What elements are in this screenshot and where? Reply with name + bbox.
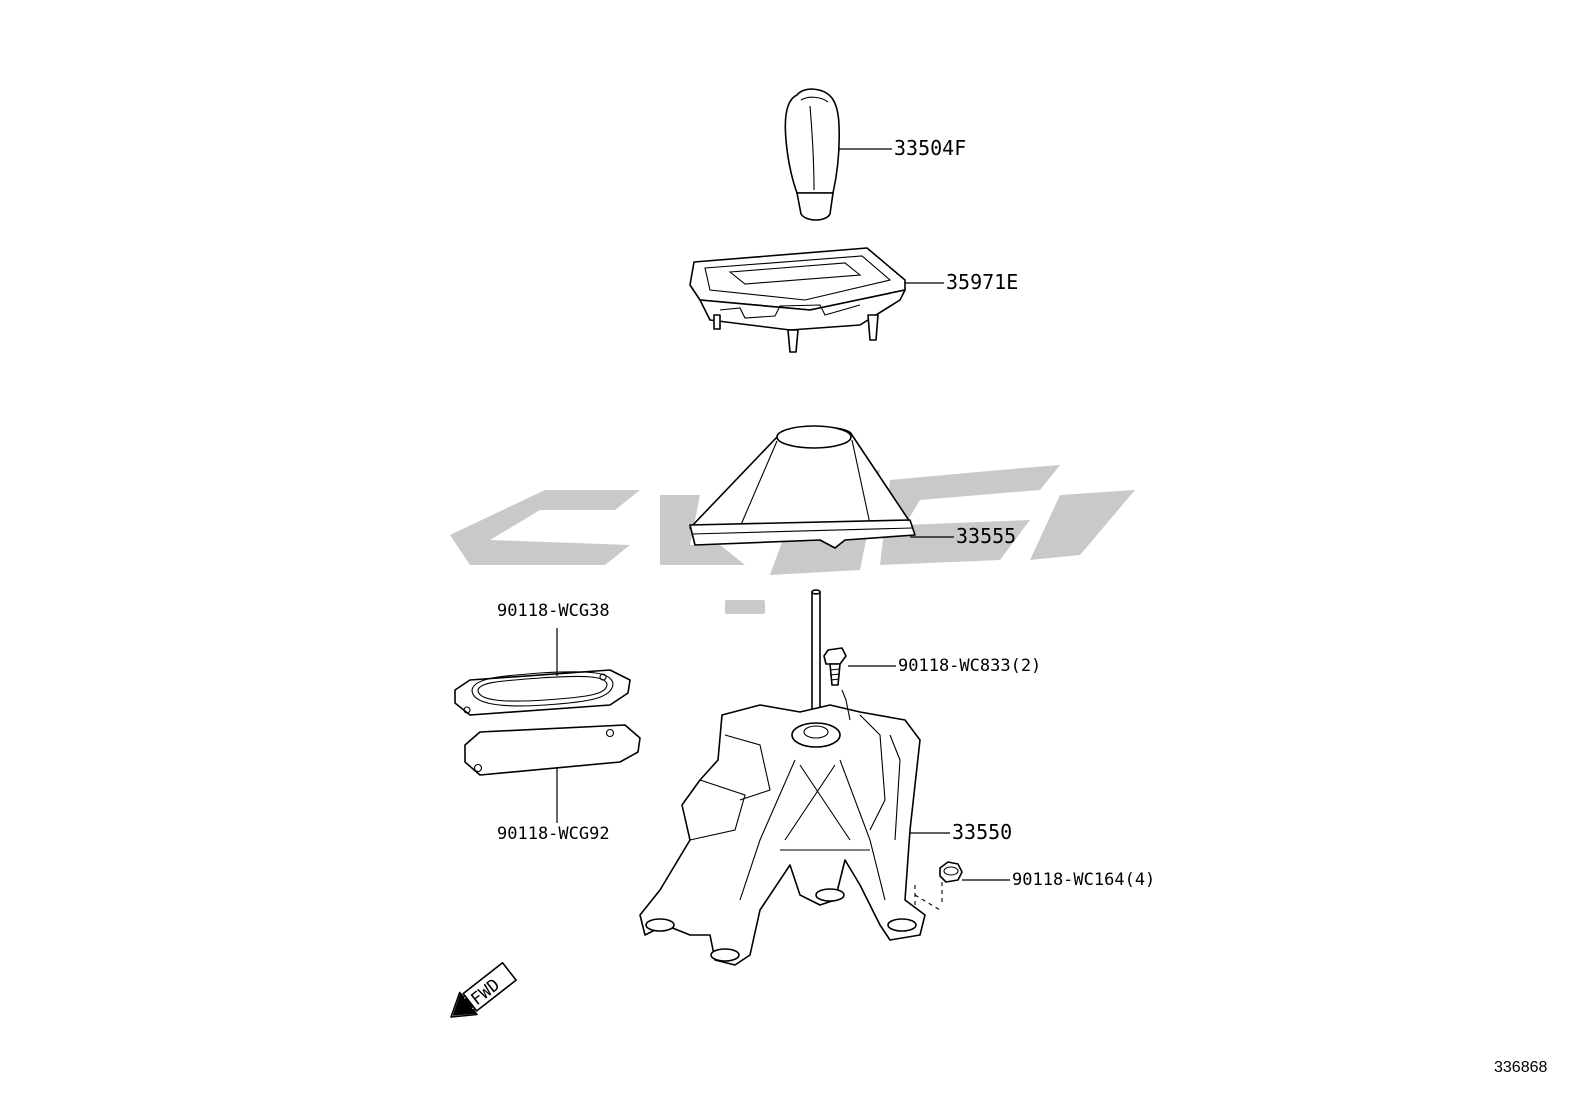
label-upper-gasket: 90118-WCG38 [497, 601, 610, 621]
label-shifter-assembly: 33550 [952, 820, 1012, 844]
bolt [823, 647, 847, 686]
diagram-code: 336868 [1494, 1059, 1547, 1076]
leader-lines [556, 148, 1010, 881]
lower-gasket [464, 724, 641, 776]
upper-gasket [454, 669, 631, 716]
fwd-direction-arrow: FWD [450, 961, 517, 1018]
shifter-assembly [639, 589, 926, 966]
label-boot: 33555 [956, 524, 1016, 548]
label-knob: 33504F [894, 136, 966, 160]
label-bezel: 35971E [946, 270, 1018, 294]
label-lower-gasket: 90118-WCG92 [497, 824, 610, 844]
nut [914, 861, 963, 911]
shift-knob [784, 88, 840, 221]
label-nut: 90118-WC164(4) [1012, 870, 1155, 890]
label-bolt: 90118-WC833(2) [898, 656, 1041, 676]
shift-bezel [689, 247, 906, 353]
shift-boot [689, 425, 916, 549]
